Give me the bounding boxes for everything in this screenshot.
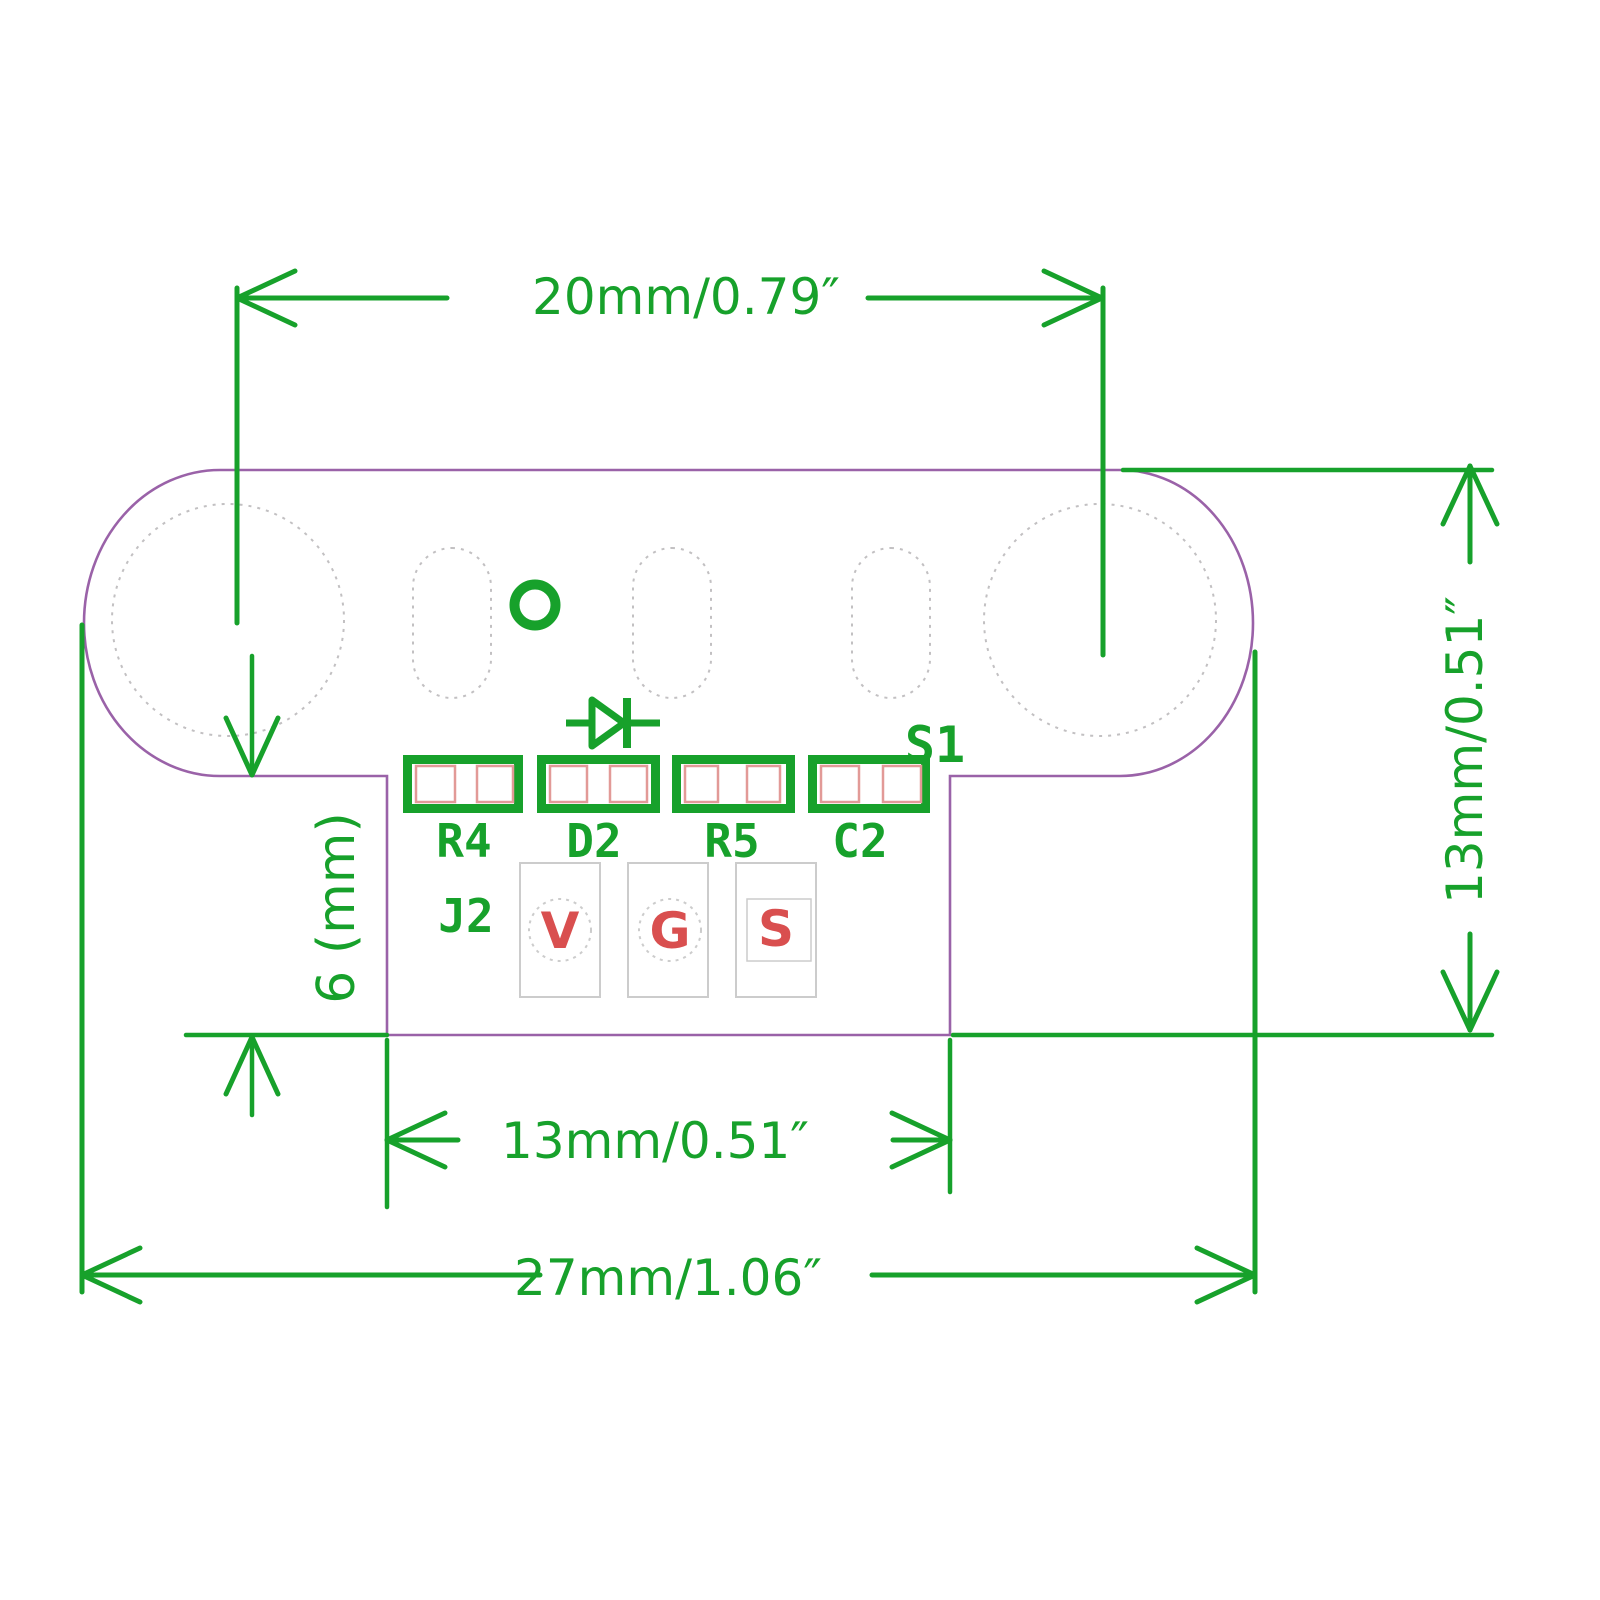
board-outline xyxy=(82,468,1255,1037)
mounting-hole-right xyxy=(983,503,1217,737)
mounting-hole-left xyxy=(111,503,345,737)
dimension-left-label: 6 (mm) xyxy=(307,812,367,1004)
board-outline-group xyxy=(82,468,1255,1037)
connector-pin-G: G xyxy=(627,862,709,998)
label-D2: D2 xyxy=(566,814,621,868)
slot-cutout-2 xyxy=(632,547,712,699)
dimension-top: 20mm/0.79″ xyxy=(234,268,1106,658)
connector-pin-S: S xyxy=(735,862,817,998)
dimension-right-label: 13mm/0.51″ xyxy=(1436,596,1494,904)
pin-letter-V: V xyxy=(541,902,580,960)
label-R5: R5 xyxy=(704,814,759,868)
dimension-top-label: 20mm/0.79″ xyxy=(532,268,840,326)
pad-R4 xyxy=(403,755,523,813)
dimension-bottom-label: 27mm/1.06″ xyxy=(514,1249,822,1307)
label-R4: R4 xyxy=(436,814,491,868)
dimension-tab-label: 13mm/0.51″ xyxy=(501,1112,809,1170)
slot-cutout-1 xyxy=(412,547,492,699)
dimension-right: 13mm/0.51″ xyxy=(950,463,1500,1038)
pin-letter-G: G xyxy=(649,902,690,960)
label-S1: S1 xyxy=(905,716,965,774)
dimension-tab: 13mm/0.51″ xyxy=(384,1037,953,1210)
diode-symbol-icon xyxy=(566,696,660,750)
components-group: R4 D2 R5 C2 S1 J2 V G S xyxy=(403,696,965,998)
pad-D2 xyxy=(537,755,660,813)
pad-C2 xyxy=(808,755,930,813)
dimension-left: 6 (mm) xyxy=(183,653,390,1118)
connector-pin-V: V xyxy=(519,862,601,998)
pad-R5 xyxy=(672,755,795,813)
pin-letter-S: S xyxy=(758,900,794,958)
label-J2: J2 xyxy=(438,889,493,943)
plated-hole xyxy=(509,579,561,631)
slot-cutout-3 xyxy=(851,547,931,699)
dimension-bottom: 27mm/1.06″ xyxy=(79,622,1258,1307)
label-C2: C2 xyxy=(832,814,887,868)
